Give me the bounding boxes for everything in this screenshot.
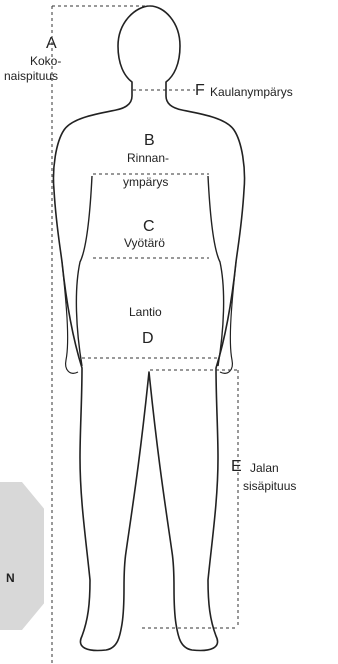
left-arm-inner-line (76, 176, 92, 366)
body-outline (53, 6, 244, 650)
measure-a-letter: A (46, 35, 57, 53)
right-arm-inner-line (208, 176, 224, 366)
measure-f-label: Kaulanympärys (210, 86, 293, 100)
measure-b-label-line2: ympärys (123, 176, 168, 190)
measure-d-letter: D (142, 330, 154, 348)
measure-d-label: Lantio (129, 306, 162, 320)
measure-e-letter: E (231, 458, 242, 476)
measure-a-label-line2: naispituus (4, 70, 58, 84)
measure-e-label-line2: sisäpituus (243, 480, 296, 494)
measure-c-label: Vyötärö (124, 237, 165, 251)
measure-e-label-line1: Jalan (250, 462, 279, 476)
measure-a-label-line1: Koko- (30, 55, 61, 69)
measure-f-letter: F (195, 82, 205, 100)
measure-c-letter: C (143, 218, 155, 236)
measure-b-label-line1: Rinnan- (127, 152, 169, 166)
measure-b-letter: B (144, 132, 155, 150)
